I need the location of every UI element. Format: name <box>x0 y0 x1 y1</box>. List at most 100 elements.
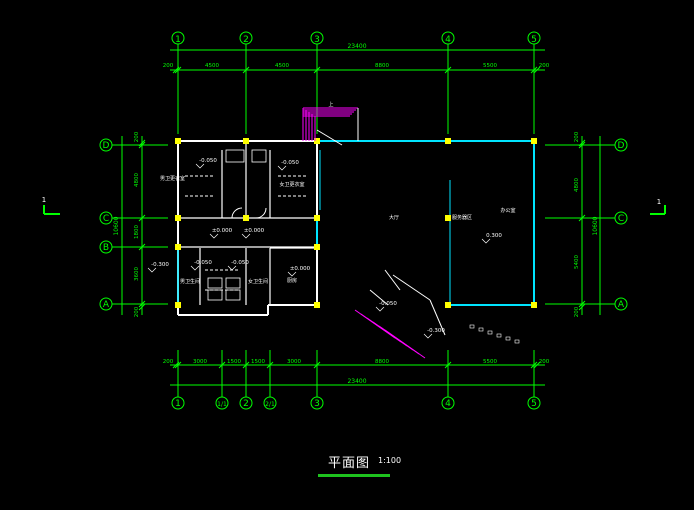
dim-text-bottom-segment: 8800 <box>375 359 389 365</box>
structural-column <box>314 138 320 144</box>
dim-text-bottom-segment: 200 <box>539 359 550 365</box>
section-mark-left-label: 1 <box>42 196 46 204</box>
dim-tick-top <box>172 66 180 74</box>
dim-text-top-segment: 200 <box>163 63 174 69</box>
dim-text-top-segment: 200 <box>539 63 550 69</box>
dim-tick-right <box>578 139 586 147</box>
dim-tick-top <box>313 66 321 74</box>
interior-door-swing <box>255 207 267 219</box>
section-mark-right-label: 1 <box>657 198 661 206</box>
axis-label-left: D <box>103 141 110 151</box>
ramp-marker <box>478 327 484 332</box>
sanitary-fixture <box>225 149 245 163</box>
elevation-triangle <box>241 233 251 239</box>
plan-title: 平面图 <box>328 456 371 471</box>
structural-column <box>445 215 451 221</box>
axis-label-top: 1 <box>175 35 181 45</box>
dim-tick-top <box>530 66 538 74</box>
elevation-mark: -0.300 <box>151 262 169 268</box>
dim-text-bottom-segment: 3000 <box>193 359 207 365</box>
structural-column <box>314 302 320 308</box>
axis-label-top: 3 <box>314 35 320 45</box>
entry-door <box>384 269 401 291</box>
structural-column <box>314 244 320 250</box>
dim-text-right-total: 10600 <box>592 216 599 235</box>
dim-text-right-segment: 4800 <box>574 178 580 192</box>
structural-column <box>175 244 181 250</box>
dim-tick-bottom <box>218 361 226 369</box>
axis-label-right: D <box>618 141 625 151</box>
elevation-mark: -0.050 <box>281 160 299 166</box>
south-stair-tread <box>384 329 426 359</box>
dim-tick-right <box>578 214 586 222</box>
axis-label-left: C <box>103 214 109 224</box>
dim-text-bottom-total: 23400 <box>347 378 366 385</box>
dim-tick-left <box>138 139 146 147</box>
entry-door <box>369 289 389 306</box>
dim-text-bottom-segment: 1500 <box>227 359 241 365</box>
dim-tick-left <box>138 300 146 308</box>
ramp-marker <box>487 330 493 335</box>
entry-door <box>316 129 343 146</box>
structural-column <box>175 215 181 221</box>
dim-text-top-segment: 5500 <box>483 63 497 69</box>
elevation-triangle <box>227 265 237 271</box>
interior-door-swing <box>231 207 243 219</box>
elevation-triangle <box>209 233 219 239</box>
dim-tick-left <box>138 214 146 222</box>
sanitary-fixture <box>251 149 267 163</box>
elevation-mark: -0.050 <box>194 260 212 266</box>
south-stair-rail <box>392 274 431 301</box>
sanitary-fixture <box>207 277 223 289</box>
structural-column <box>445 302 451 308</box>
structural-column <box>175 302 181 308</box>
plan-scale: 1:100 <box>378 456 402 465</box>
ramp-marker <box>496 333 502 338</box>
dim-tick-bottom <box>242 361 250 369</box>
room-label: 服务器区 <box>452 214 472 221</box>
axis-label-left: A <box>103 300 110 310</box>
dim-tick-right <box>578 141 586 149</box>
dim-tick-bottom <box>266 361 274 369</box>
dim-tick-top <box>444 66 452 74</box>
dim-tick-top <box>242 66 250 74</box>
axis-label-bottom: 5 <box>531 399 537 409</box>
structural-column <box>531 138 537 144</box>
elevation-mark: -0.050 <box>379 301 397 307</box>
dim-tick-left <box>138 243 146 251</box>
room-label: 女卫生间 <box>248 278 268 285</box>
elevation-mark: -0.050 <box>231 260 249 266</box>
elevation-mark: -0.050 <box>199 158 217 164</box>
room-label: 女卫更衣室 <box>279 181 304 188</box>
dim-text-top-total: 23400 <box>347 43 366 50</box>
axis-label-bottom: 2/1 <box>265 401 275 408</box>
dim-tick-bottom <box>313 361 321 369</box>
room-label: 男卫更衣室 <box>160 175 185 182</box>
ramp-marker <box>514 339 520 344</box>
dim-tick-bottom <box>172 361 180 369</box>
elevation-triangle <box>287 271 297 277</box>
dim-tick-left <box>138 141 146 149</box>
elevation-triangle <box>423 333 433 339</box>
axis-label-top: 4 <box>445 35 451 45</box>
dim-text-top-segment: 4500 <box>275 63 289 69</box>
ramp-marker <box>469 324 475 329</box>
dim-text-bottom-segment: 1500 <box>251 359 265 365</box>
dim-text-right-segment: 200 <box>574 131 580 142</box>
elevation-triangle <box>277 165 287 171</box>
axis-label-bottom: 1 <box>175 399 181 409</box>
dim-tick-left <box>138 303 146 311</box>
dim-text-left-segment: 200 <box>134 131 140 142</box>
dim-text-left-segment: 3600 <box>134 267 140 281</box>
sanitary-fixture <box>225 289 241 301</box>
structural-column <box>243 138 249 144</box>
axis-label-right: A <box>618 300 625 310</box>
dim-text-top-segment: 4500 <box>205 63 219 69</box>
dim-text-bottom-segment: 3000 <box>287 359 301 365</box>
axis-label-top: 2 <box>243 35 249 45</box>
ramp-marker <box>505 336 511 341</box>
dim-text-left-segment: 1800 <box>134 225 140 239</box>
north-stair-up-arrow: 上 <box>328 101 333 108</box>
